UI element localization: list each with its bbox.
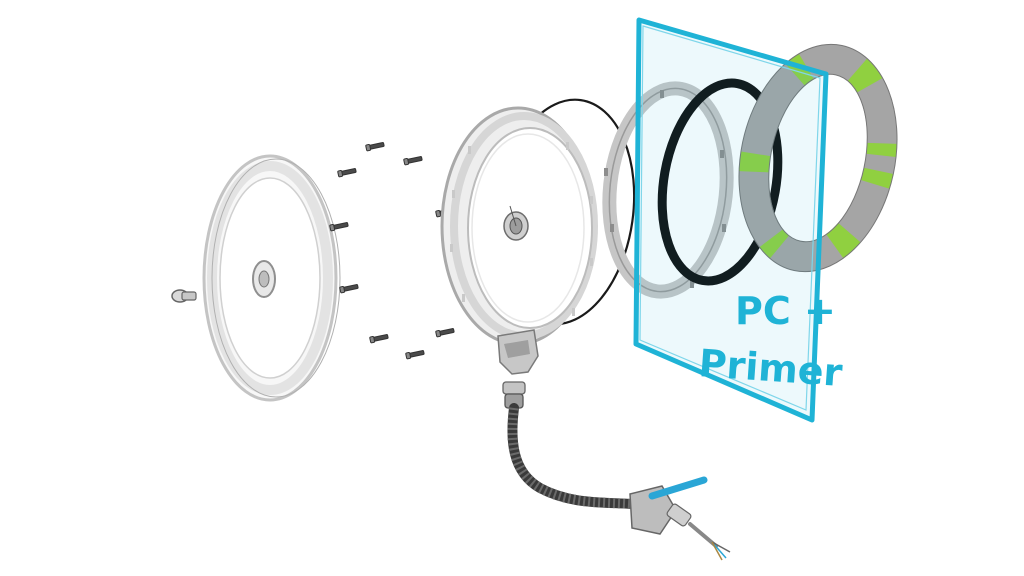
- callout-line-1: PC +: [735, 289, 836, 333]
- pc-primer-plane: PC + Primer: [633, 17, 844, 423]
- black-gasket-ring: [657, 78, 783, 286]
- screw: [329, 222, 349, 232]
- blue-cable: [648, 476, 708, 500]
- cable-connector: [629, 476, 731, 561]
- housing-connector-block: [497, 329, 539, 375]
- hose-assembly: [502, 381, 731, 561]
- screw: [403, 156, 423, 166]
- screw: [337, 168, 357, 178]
- callout-line-2: Primer: [697, 341, 844, 395]
- screw: [405, 350, 425, 360]
- screw: [369, 334, 389, 344]
- screw-set: [329, 142, 469, 360]
- primer-ring: [738, 43, 898, 273]
- screw: [435, 328, 455, 338]
- corrugated-hose: [507, 403, 637, 509]
- screw: [339, 284, 359, 294]
- front-glass-lens: [202, 154, 341, 402]
- led-module: [503, 205, 529, 241]
- center-bolt: [171, 289, 197, 303]
- hose-top-fitting: [502, 381, 526, 409]
- lamp-housing: [440, 106, 598, 375]
- clamp-ring: [602, 81, 734, 299]
- screw: [365, 142, 385, 152]
